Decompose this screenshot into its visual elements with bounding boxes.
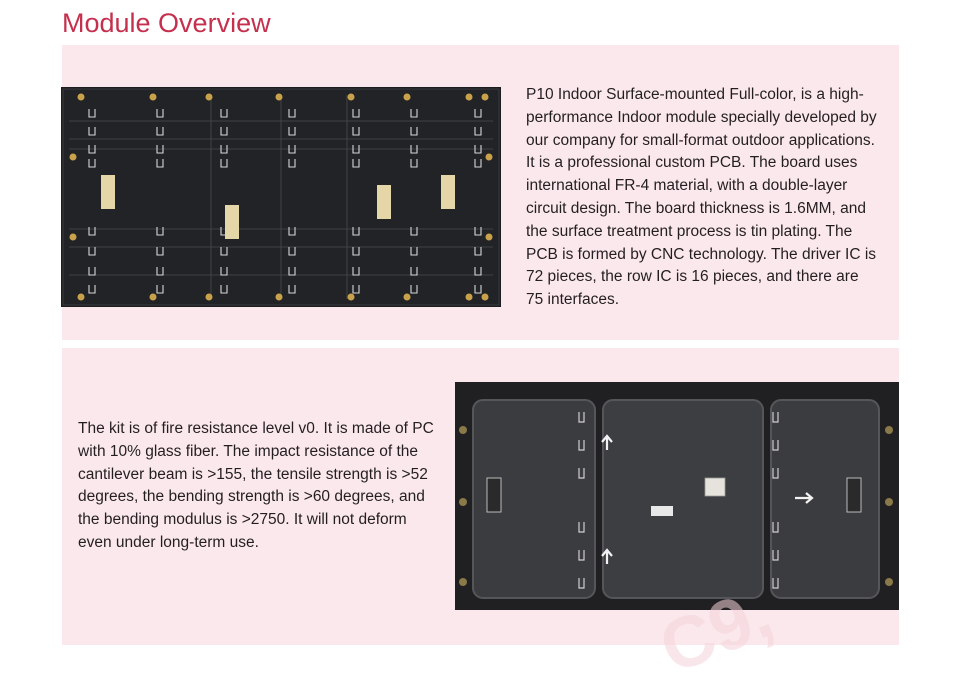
pcb-front-image (61, 87, 501, 307)
page-title: Module Overview (62, 8, 271, 38)
kit-description: The kit is of fire resistance level v0. … (78, 420, 434, 551)
pcb-description: P10 Indoor Surface-mounted Full-color, i… (526, 86, 877, 309)
module-back-image (455, 382, 899, 610)
